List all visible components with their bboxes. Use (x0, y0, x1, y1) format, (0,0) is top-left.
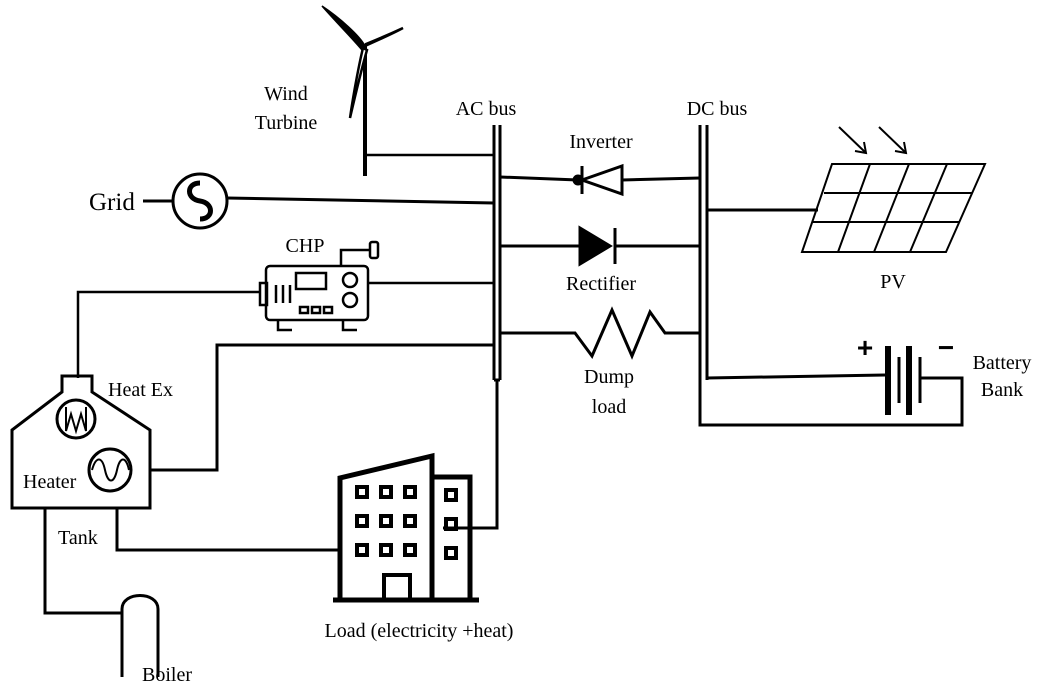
heat-exchanger-icon (55, 398, 97, 440)
boiler-label: Boiler (142, 664, 192, 686)
rectifier-label: Rectifier (566, 273, 636, 295)
battery-icon (698, 346, 964, 427)
chp-label: CHP (286, 235, 325, 257)
dc-bus-bar (698, 125, 709, 380)
grid-source-icon (143, 172, 495, 230)
battery-label-line1: Battery (973, 352, 1032, 374)
heater-label: Heater (23, 471, 77, 493)
grid-label: Grid (89, 189, 135, 216)
pv-panel-icon (707, 126, 987, 253)
tank-label: Tank (58, 527, 98, 549)
heater-icon (87, 447, 133, 493)
tank-to-boiler-line (43, 508, 122, 615)
building-icon (333, 452, 479, 603)
inverter-label: Inverter (569, 131, 633, 153)
ac-bus-label: AC bus (456, 98, 517, 120)
pv-label: PV (880, 271, 906, 293)
ac-bus-bar (492, 125, 502, 382)
wind-turbine-label-line2: Turbine (255, 112, 318, 134)
ac-bus-to-load-line (443, 380, 499, 530)
heater-feed-line (150, 343, 494, 472)
battery-label-line2: Bank (981, 379, 1023, 401)
chp-generator-icon (76, 240, 494, 378)
resistor-icon (500, 306, 700, 360)
boiler-icon (120, 594, 160, 677)
dump-load-label-line1: Dump (584, 366, 634, 388)
tank-to-load-line (115, 508, 338, 552)
dump-load-label-line2: load (592, 396, 626, 418)
heat-ex-label: Heat Ex (108, 379, 173, 401)
battery-plus-sign: + (857, 332, 873, 363)
inverter-diode-icon (499, 163, 701, 197)
load-label: Load (electricity +heat) (325, 620, 514, 642)
rectifier-diode-icon (500, 225, 700, 267)
tank-icon (10, 374, 152, 510)
wind-turbine-label-line1: Wind (264, 83, 308, 105)
wind-turbine-icon (321, 5, 494, 176)
dc-bus-label: DC bus (687, 98, 748, 120)
battery-minus-sign: − (938, 332, 954, 363)
